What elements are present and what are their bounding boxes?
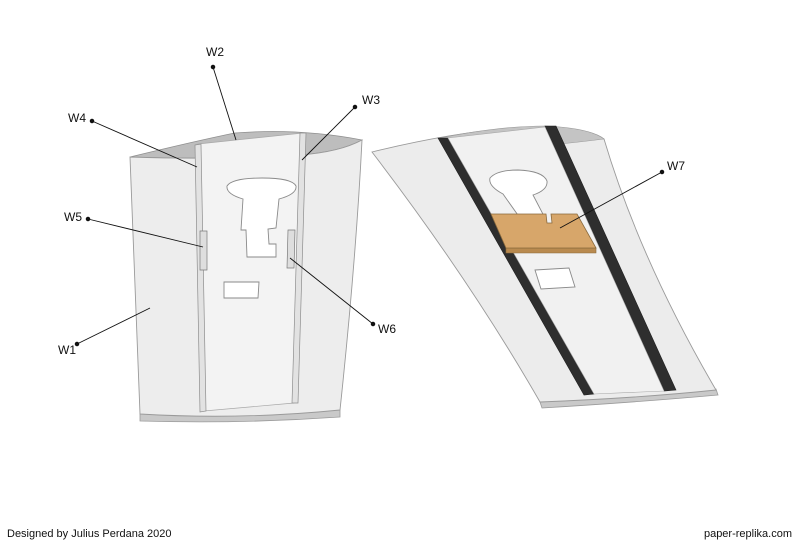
w5-leader-dot bbox=[85, 216, 91, 222]
label-w1: W1 bbox=[58, 343, 76, 357]
label-w4: W4 bbox=[68, 111, 86, 125]
w7-leader bbox=[559, 171, 663, 229]
label-w6: W6 bbox=[378, 322, 396, 336]
leader-lines bbox=[74, 64, 665, 347]
w6-tab bbox=[286, 229, 296, 269]
w7-leader-dot bbox=[659, 169, 665, 175]
left-keyhole-cutout bbox=[226, 177, 297, 258]
w2-leader bbox=[212, 66, 237, 141]
w5-tab bbox=[199, 230, 208, 271]
w4-leader-dot bbox=[89, 118, 95, 124]
label-w2: W2 bbox=[206, 45, 224, 59]
w7-wood-plate-side bbox=[505, 247, 597, 254]
w3-spar bbox=[291, 132, 307, 404]
w3-leader-dot bbox=[352, 104, 358, 110]
w2-center-panel bbox=[197, 132, 304, 412]
left-rect-cutout bbox=[223, 281, 260, 299]
part-labels: W1 W2 W3 W4 W5 W6 W7 bbox=[58, 45, 685, 357]
designer-credit: Designed by Julius Perdana 2020 bbox=[7, 528, 172, 540]
w4-spar bbox=[194, 143, 207, 413]
w6-leader bbox=[289, 257, 374, 325]
w7-wood-plate bbox=[490, 213, 597, 249]
right-keyhole-cutout bbox=[489, 169, 548, 219]
w6-leader-dot bbox=[370, 321, 376, 327]
w1-leader bbox=[76, 307, 151, 345]
left-wing-section bbox=[129, 131, 364, 423]
w3-leader bbox=[301, 106, 356, 161]
right-wing-section bbox=[371, 125, 719, 409]
label-w7: W7 bbox=[667, 159, 685, 173]
label-w3: W3 bbox=[362, 93, 380, 107]
w2-leader-dot bbox=[210, 64, 216, 70]
website-link[interactable]: paper-replika.com bbox=[703, 528, 792, 540]
w5-leader bbox=[87, 218, 204, 248]
right-rect-cutout bbox=[534, 267, 576, 290]
w4-leader bbox=[91, 120, 198, 168]
w1-leader-dot bbox=[74, 341, 80, 347]
label-w5: W5 bbox=[64, 210, 82, 224]
